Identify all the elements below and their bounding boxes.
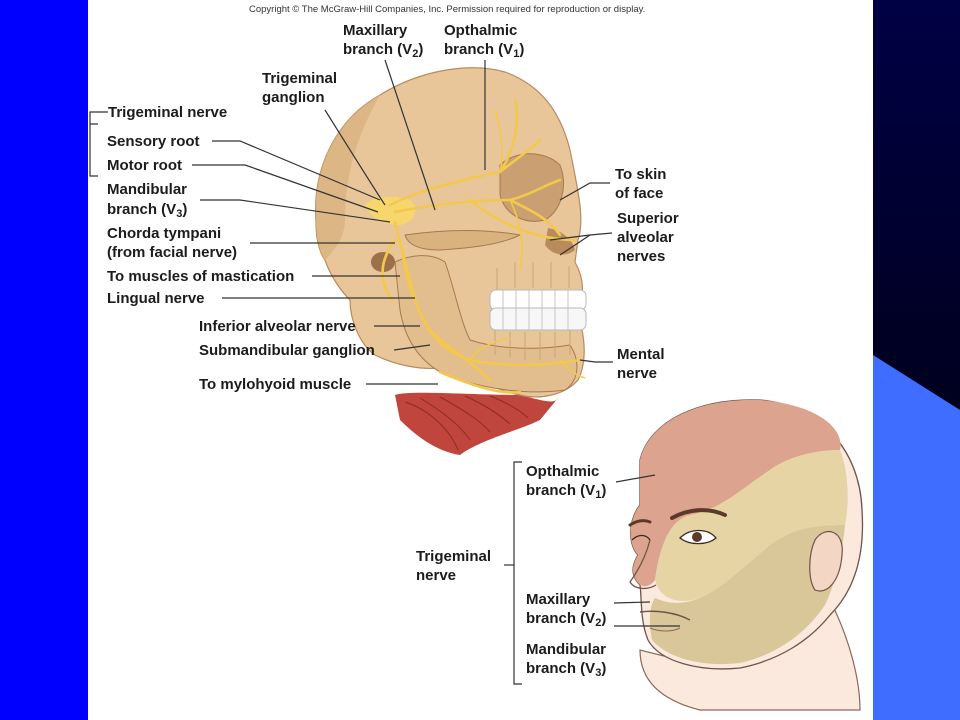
lingual-nerve bbox=[398, 238, 492, 382]
chorda-tympani bbox=[381, 238, 397, 302]
right-blue-triangle bbox=[873, 355, 960, 720]
label-superior-line3: nerves bbox=[617, 248, 665, 265]
tooth-roots bbox=[494, 262, 571, 360]
label-mandibular-line1: Mandibular bbox=[107, 181, 187, 198]
label-mandibular-line2: branch (V3) bbox=[107, 201, 187, 220]
fine-nerve-branches bbox=[469, 109, 586, 379]
skull-illustration bbox=[314, 67, 587, 455]
far-eyebrow bbox=[628, 519, 652, 527]
label-lingual-nerve: Lingual nerve bbox=[107, 290, 205, 307]
head-label-trigeminal-line1: Trigeminal bbox=[416, 548, 491, 565]
upper-teeth bbox=[489, 289, 587, 311]
label-trigeminal-ganglion-line2: ganglion bbox=[262, 89, 325, 106]
head-label-maxillary-line2: branch (V2) bbox=[526, 610, 606, 629]
skull-shadow bbox=[315, 95, 380, 260]
label-to-mylohyoid: To mylohyoid muscle bbox=[199, 376, 351, 393]
label-superior-line1: Superior bbox=[617, 210, 679, 227]
label-sensory-root: Sensory root bbox=[107, 133, 200, 150]
ear bbox=[809, 530, 843, 592]
label-chorda-line1: Chorda tympani bbox=[107, 225, 221, 242]
nose bbox=[629, 539, 657, 590]
zygomatic-arch bbox=[404, 229, 522, 251]
opthalmic-zone bbox=[630, 399, 841, 587]
trigeminal-ganglion-shape bbox=[365, 196, 416, 225]
head-label-maxillary-line1: Maxillary bbox=[526, 591, 591, 608]
infraorbital-nerve bbox=[508, 198, 562, 237]
eyebrow bbox=[670, 508, 727, 520]
label-mental-line2: nerve bbox=[617, 365, 657, 382]
muscle-striations bbox=[404, 395, 529, 451]
label-superior-line2: alveolar bbox=[617, 229, 674, 246]
iris bbox=[692, 532, 702, 542]
mylohyoid-nerve bbox=[438, 370, 522, 394]
left-blue-band bbox=[0, 0, 88, 720]
far-eye bbox=[631, 534, 651, 541]
label-mental-line1: Mental bbox=[617, 346, 665, 363]
lower-lip bbox=[649, 627, 681, 632]
label-trigeminal-ganglion-line1: Trigeminal bbox=[262, 70, 337, 87]
head-illustration bbox=[628, 399, 864, 711]
nasal-cavity bbox=[545, 228, 575, 255]
label-submandibular-ganglion: Submandibular ganglion bbox=[199, 342, 375, 359]
head-label-opthalmic-line2: branch (V1) bbox=[526, 482, 606, 501]
copyright-text: Copyright © The McGraw-Hill Companies, I… bbox=[249, 4, 645, 15]
head-label-mandibular-line1: Mandibular bbox=[526, 641, 606, 658]
maxillary-zone bbox=[655, 450, 848, 601]
label-to-skin-line2: of face bbox=[615, 185, 663, 202]
nerve-paths bbox=[381, 98, 582, 394]
label-maxillary-line2: branch (V2) bbox=[343, 41, 423, 60]
head-label-mandibular-line2: branch (V3) bbox=[526, 660, 606, 679]
label-trigeminal-nerve: Trigeminal nerve bbox=[108, 104, 227, 121]
label-opthalmic-line2: branch (V1) bbox=[444, 41, 524, 60]
head-label-opthalmic-line1: Opthalmic bbox=[526, 463, 599, 480]
supraorbital-branch bbox=[498, 138, 542, 174]
label-chorda-line2: (from facial nerve) bbox=[107, 244, 237, 261]
label-motor-root: Motor root bbox=[107, 157, 182, 174]
label-to-skin-line1: To skin bbox=[615, 166, 666, 183]
head-label-trigeminal-line2: nerve bbox=[416, 567, 456, 584]
mylohyoid-muscle bbox=[395, 392, 558, 455]
label-inferior-alveolar: Inferior alveolar nerve bbox=[199, 318, 356, 335]
label-opthalmic-line1: Opthalmic bbox=[444, 22, 517, 39]
mandibular-zone bbox=[649, 525, 845, 665]
label-to-muscles-mastication: To muscles of mastication bbox=[107, 268, 294, 285]
leader-lines bbox=[89, 59, 680, 685]
label-maxillary-line1: Maxillary bbox=[343, 22, 408, 39]
lower-teeth bbox=[489, 307, 587, 331]
mouth bbox=[639, 610, 691, 621]
maxillary-nerve bbox=[393, 178, 562, 214]
